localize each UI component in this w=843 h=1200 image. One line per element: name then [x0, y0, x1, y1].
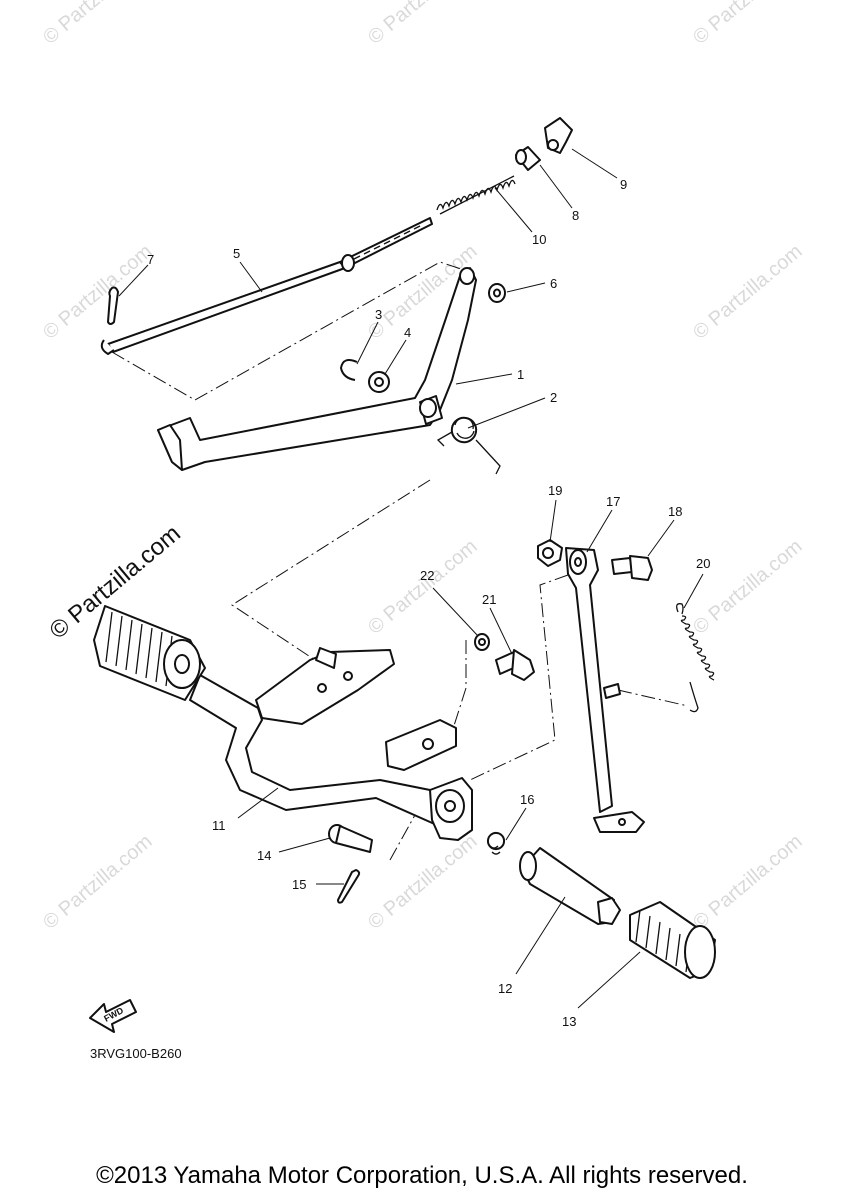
watermark: © Partzilla.com	[39, 0, 156, 49]
callout-label-14: 14	[257, 848, 271, 863]
part-9-wing-nut	[544, 117, 573, 154]
watermark: © Partzilla.com	[39, 240, 156, 343]
callout-label-2: 2	[550, 390, 557, 405]
callout-label-20: 20	[696, 556, 710, 571]
part-22-washer	[474, 633, 490, 651]
watermark: © Partzilla.com	[364, 535, 481, 638]
leader-line	[571, 148, 618, 179]
leader-line	[239, 261, 263, 293]
leader-line	[539, 164, 573, 209]
part-8-joint	[515, 146, 541, 171]
callout-label-10: 10	[532, 232, 546, 247]
part-17-side-stand	[565, 547, 645, 833]
part-1-brake-pedal	[157, 267, 477, 471]
alignment-line	[231, 479, 431, 661]
watermark: © Partzilla.com	[689, 830, 806, 933]
alignment-line	[389, 814, 416, 861]
callout-label-5: 5	[233, 246, 240, 261]
leader-line	[237, 787, 279, 819]
part-13-footrest-rubber	[629, 901, 716, 979]
leader-line	[506, 282, 546, 293]
callout-label-16: 16	[520, 792, 534, 807]
leader-line	[489, 607, 513, 655]
part-14-pin	[328, 824, 373, 853]
part-10-spring	[436, 175, 516, 215]
callout-label-7: 7	[147, 252, 154, 267]
leader-line	[455, 373, 513, 385]
callout-label-13: 13	[562, 1014, 576, 1029]
leader-line	[647, 519, 675, 557]
part-4-washer	[368, 371, 390, 393]
leader-line	[356, 321, 379, 365]
part-21-bolt	[495, 649, 535, 681]
watermark: © Partzilla.com	[689, 535, 806, 638]
leader-line	[432, 587, 479, 637]
callout-label-8: 8	[572, 208, 579, 223]
callout-labels: 1 2 3 4 5 6 7 8 9 10 11 12 13 14 15 16 1…	[147, 177, 710, 1029]
leader-line	[549, 499, 557, 543]
part-11-footrest-bracket	[189, 647, 473, 841]
callout-label-4: 4	[404, 325, 411, 340]
part-5-brake-rod	[100, 217, 433, 355]
leader-line	[505, 807, 527, 841]
part-2-spring	[436, 416, 501, 475]
callout-label-9: 9	[620, 177, 627, 192]
alignment-line	[617, 689, 689, 707]
leader-line	[278, 837, 331, 853]
watermark: © Partzilla.com	[364, 0, 481, 49]
part-3-circlip	[340, 359, 358, 381]
callout-label-22: 22	[420, 568, 434, 583]
part-16-spring	[486, 831, 506, 855]
leader-line	[577, 951, 641, 1009]
callout-label-18: 18	[668, 504, 682, 519]
diagram-code: 3RVG100-B260	[90, 1046, 182, 1061]
alignment-lines	[111, 261, 689, 861]
callout-label-3: 3	[375, 307, 382, 322]
watermark: © Partzilla.com	[39, 830, 156, 933]
leader-lines	[118, 148, 704, 1009]
leader-line	[384, 339, 407, 375]
leader-line	[467, 397, 546, 429]
leader-line	[683, 573, 704, 609]
part-7-cotter-pin	[107, 286, 119, 325]
alignment-line	[111, 261, 471, 401]
part-6-washer	[488, 283, 506, 303]
part-18-bolt	[611, 555, 653, 581]
watermark: © Partzilla.com	[364, 830, 481, 933]
callout-label-1: 1	[517, 367, 524, 382]
alignment-line	[451, 640, 467, 733]
callout-label-19: 19	[548, 483, 562, 498]
callout-label-15: 15	[292, 877, 306, 892]
leader-line	[586, 509, 613, 553]
part-20-spring	[676, 603, 715, 713]
watermark: © Partzilla.com	[689, 240, 806, 343]
copyright-notice: ©2013 Yamaha Motor Corporation, U.S.A. A…	[96, 1162, 748, 1189]
alignment-line	[469, 574, 569, 781]
callout-label-17: 17	[606, 494, 620, 509]
callout-label-12: 12	[498, 981, 512, 996]
callout-label-11: 11	[212, 818, 226, 833]
left-footrest-rubber	[93, 605, 206, 701]
callout-label-6: 6	[550, 276, 557, 291]
fwd-arrow: FWD	[89, 999, 137, 1033]
leader-line	[494, 187, 533, 233]
watermark: © Partzilla.com	[689, 0, 806, 49]
part-12-footrest-shaft	[519, 847, 621, 925]
leader-line	[118, 264, 149, 297]
part-15-cotter-pin	[337, 869, 361, 904]
leader-line	[515, 896, 566, 975]
callout-label-21: 21	[482, 592, 496, 607]
part-19-nut	[537, 539, 563, 567]
